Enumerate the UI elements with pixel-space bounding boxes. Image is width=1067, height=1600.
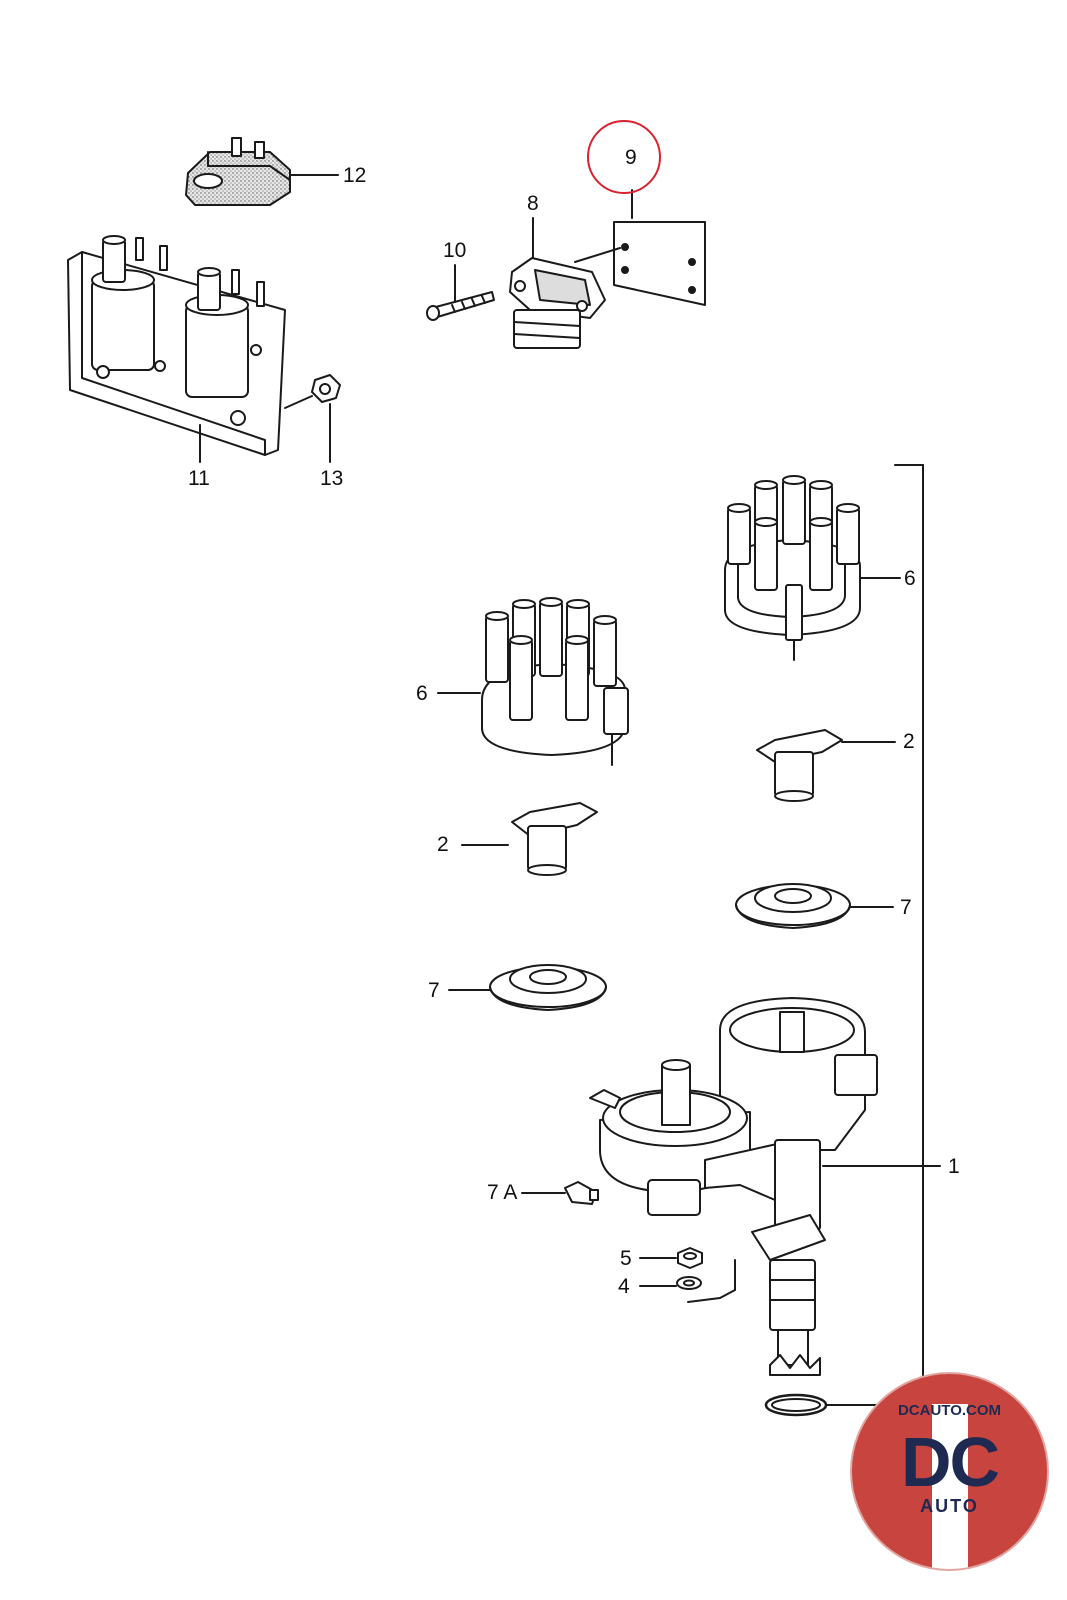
callout-13[interactable]: 13 xyxy=(320,467,344,490)
callout-9[interactable]: 9 xyxy=(625,146,637,169)
watermark-sub: AUTO xyxy=(920,1496,979,1516)
callout-7-left[interactable]: 7 xyxy=(428,979,440,1002)
callout-4[interactable]: 4 xyxy=(618,1275,630,1298)
callout-7-right[interactable]: 7 xyxy=(900,896,912,919)
callout-11[interactable]: 11 xyxy=(188,467,210,490)
callout-6-left[interactable]: 6 xyxy=(416,682,428,705)
ignition-control-module-icon xyxy=(509,217,606,349)
callout-7a[interactable]: 7 A xyxy=(487,1181,518,1204)
ignition-coil-pack-icon xyxy=(67,235,286,463)
dcauto-watermark-logo: DCAUTO.COM DC AUTO xyxy=(850,1372,1049,1571)
heat-sink-plate-icon xyxy=(574,189,706,306)
callout-5[interactable]: 5 xyxy=(620,1247,632,1270)
coil-connector-icon xyxy=(185,137,339,206)
rotor-right-icon xyxy=(756,729,856,802)
watermark-site: DCAUTO.COM xyxy=(897,1402,1002,1419)
assembly-bracket xyxy=(822,464,941,1411)
distributor-cap-left-icon xyxy=(437,597,629,766)
callout-1[interactable]: 1 xyxy=(948,1155,960,1178)
callout-6-right[interactable]: 6 xyxy=(904,567,916,590)
bolt-icon xyxy=(426,264,495,321)
distributor-cap-right-icon xyxy=(724,475,861,661)
callout-12[interactable]: 12 xyxy=(343,164,367,187)
callout-2-right[interactable]: 2 xyxy=(903,730,915,753)
dust-shield-right-icon xyxy=(735,883,851,929)
callout-10[interactable]: 10 xyxy=(443,239,467,262)
distributor-body-icon xyxy=(589,997,878,1376)
nut-5-icon xyxy=(639,1247,703,1269)
callout-8[interactable]: 8 xyxy=(527,192,539,215)
washer-4-icon xyxy=(639,1276,702,1290)
dust-shield-left-icon xyxy=(448,964,607,1011)
highlight-circle-9 xyxy=(587,120,661,194)
connector-7a-icon xyxy=(521,1181,599,1205)
nut-icon xyxy=(284,374,341,463)
rotor-left-icon xyxy=(461,802,598,876)
watermark-letters: DC xyxy=(900,1423,1000,1501)
callout-2-left[interactable]: 2 xyxy=(437,833,449,856)
